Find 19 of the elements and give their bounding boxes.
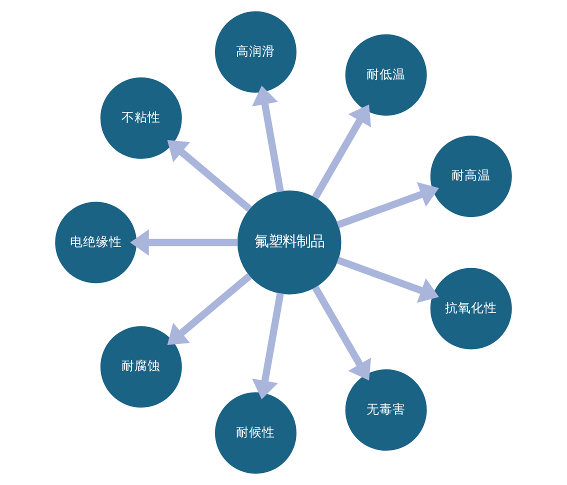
arrow: [336, 182, 439, 228]
arrow: [167, 140, 252, 212]
arrow: [312, 286, 372, 381]
node-circle: 耐候性: [215, 392, 296, 474]
arrow: [167, 273, 252, 345]
arrow: [312, 104, 372, 200]
arrow: [252, 292, 284, 400]
node-circle: 不粘性: [100, 77, 182, 159]
node-circle: 耐腐蚀: [100, 326, 182, 408]
node-circle: 无毒害: [345, 369, 427, 451]
arrow: [252, 86, 284, 192]
node-circle: 抗氧化性: [430, 268, 512, 350]
arrow: [130, 229, 238, 256]
node-circle: 耐低温: [345, 34, 427, 116]
arrow: [336, 256, 439, 303]
node-circle: 氟塑料制品: [237, 190, 342, 294]
node-circle: 电绝缘性: [55, 202, 137, 284]
node-circle: 耐高温: [430, 136, 512, 218]
node-circle: 高润滑: [215, 11, 296, 93]
